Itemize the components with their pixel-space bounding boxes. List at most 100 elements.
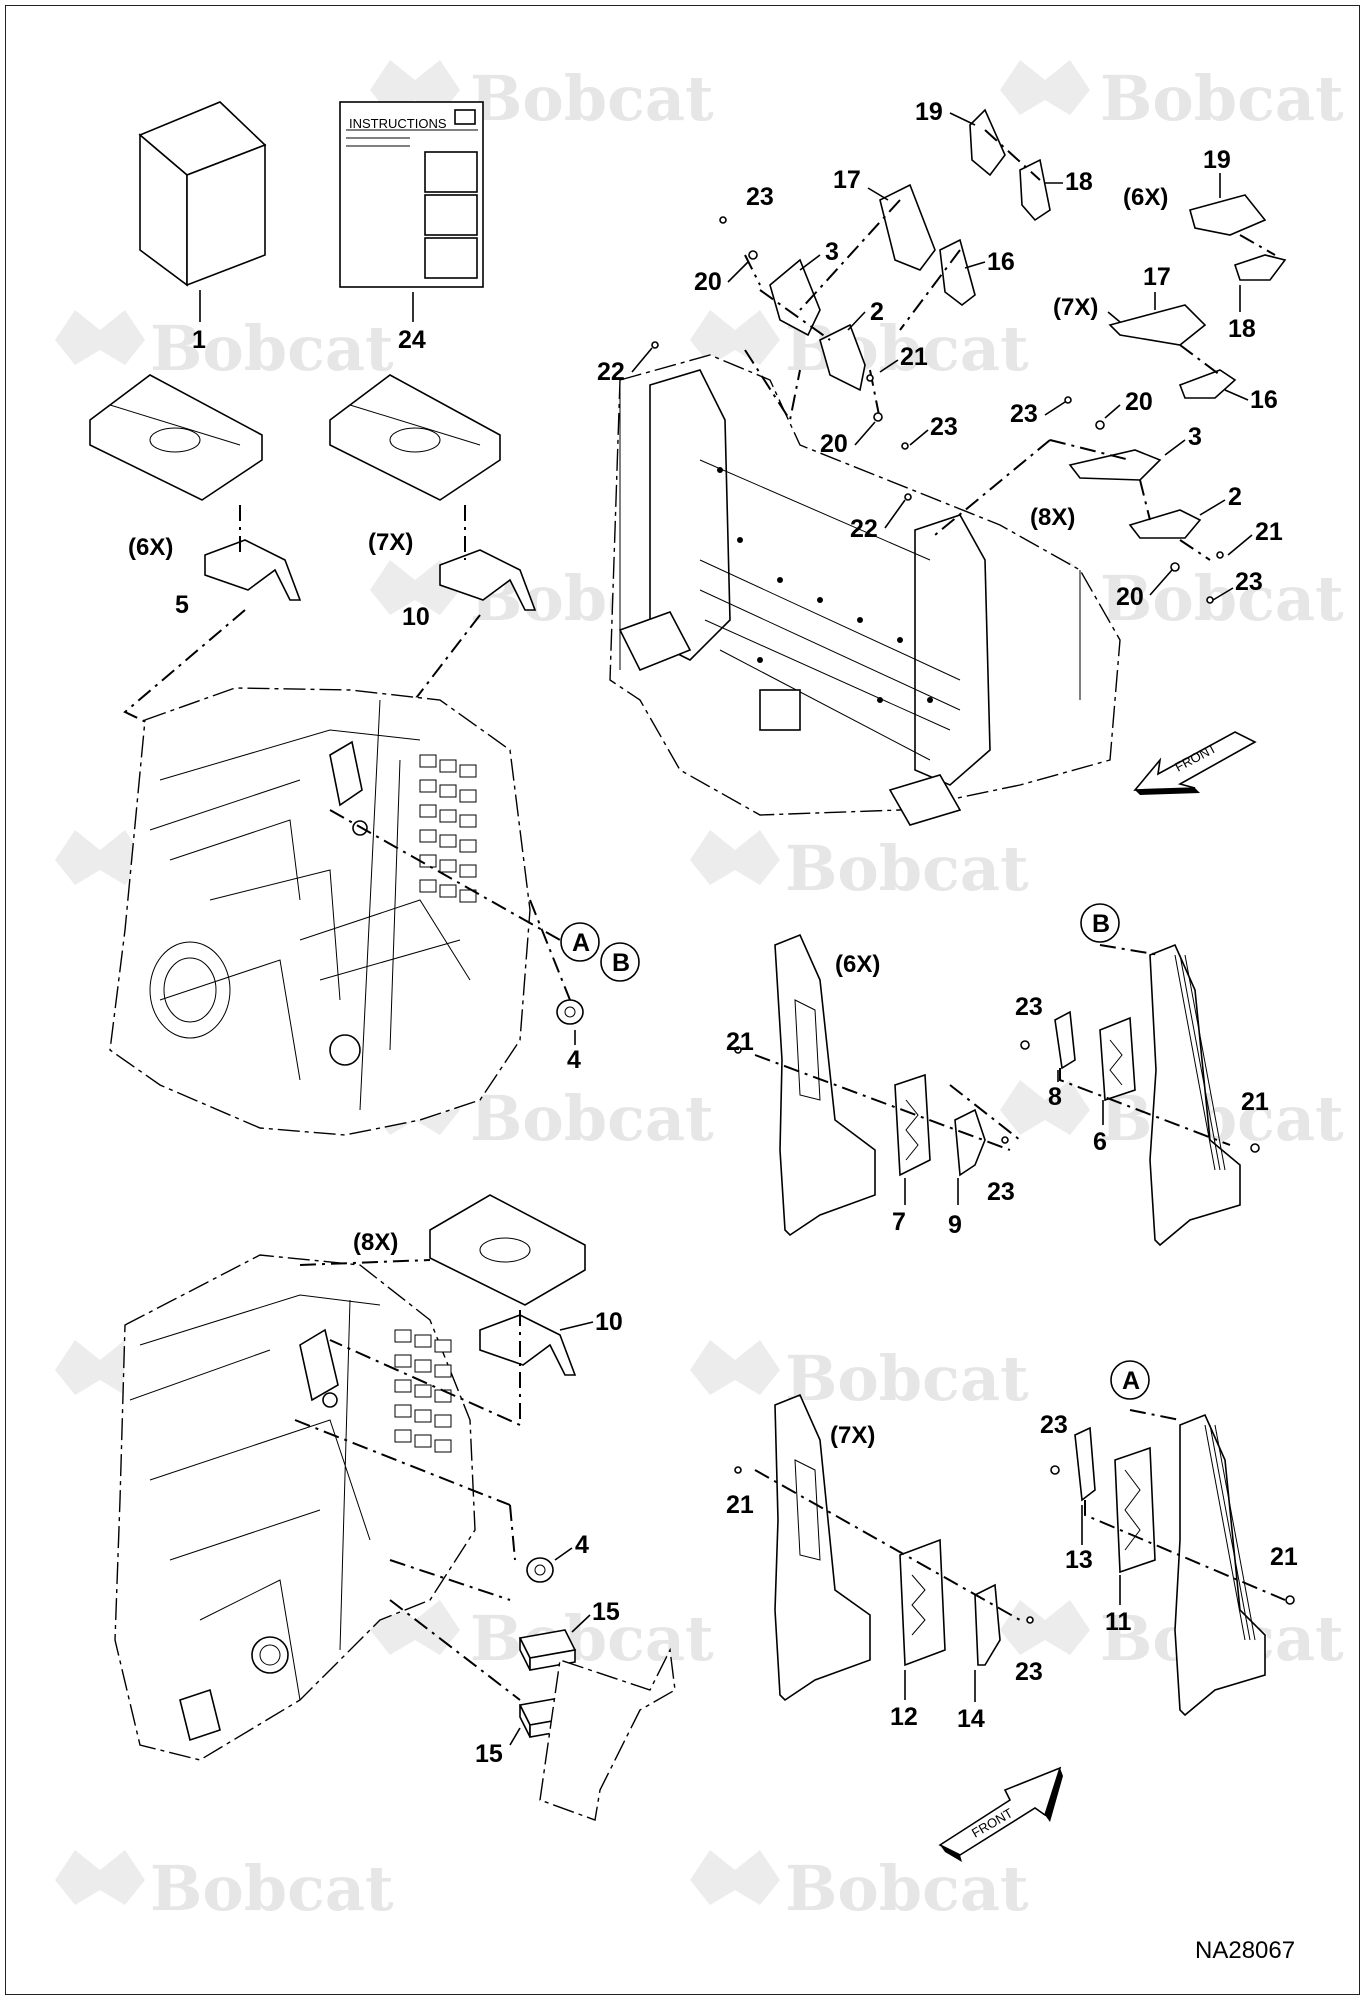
part-label-9: 9 [948, 1211, 962, 1239]
clip-5 [204, 539, 302, 601]
part-label-23-top: 23 [746, 183, 774, 211]
part-label-7: 7 [892, 1208, 906, 1236]
front-arrow-top: FRONT [1133, 731, 1257, 795]
part-label-2-top: 2 [870, 298, 884, 326]
bracket-3-tower-left [769, 258, 821, 337]
plate-14 [974, 1583, 1001, 1666]
plate-11 [1114, 1446, 1156, 1574]
plate-8 [1054, 1010, 1076, 1070]
bracket-16-right [1178, 369, 1237, 399]
bracket-plate-7x [329, 374, 501, 501]
bracket-2-tower-left [819, 323, 866, 392]
part-label-5: 5 [175, 591, 189, 619]
part-label-19-upper: 19 [915, 98, 943, 126]
part-label-16-right: 16 [1250, 386, 1278, 414]
nut-23-7x-right [1050, 1465, 1060, 1475]
qty-7x-right: (7X) [1053, 294, 1098, 321]
box-kit [138, 101, 267, 322]
instruction-sheet [339, 101, 484, 322]
side-panel-7x-right [1174, 1413, 1266, 1717]
part-label-23-panel-a: 23 [987, 1178, 1015, 1206]
watermark-text: Bobcat [785, 1852, 1029, 1925]
part-label-12: 12 [890, 1703, 918, 1731]
part-label-8: 8 [1048, 1083, 1062, 1111]
watermark-text: Bobcat [1100, 562, 1344, 635]
screw-21-6x-right [1250, 1143, 1260, 1153]
part-label-15-upper: 15 [592, 1598, 620, 1626]
part-label-20-right-b: 20 [1116, 583, 1144, 611]
part-label-20-mid: 20 [820, 430, 848, 458]
watermark-text: Bobcat [785, 832, 1029, 905]
bracket-17-upper [879, 183, 936, 271]
part-label-16-upper: 16 [987, 248, 1015, 276]
watermark-text: Bobcat [470, 62, 714, 135]
loader-main-frame [609, 354, 1121, 826]
bracket-plate-8x [429, 1194, 586, 1306]
part-label-11: 11 [1105, 1608, 1132, 1636]
plate-9 [954, 1108, 986, 1177]
ref-circle-b-panel [1080, 903, 1120, 943]
bracket-plate-6x [89, 374, 263, 501]
ref-circle-b-upper [600, 942, 640, 982]
plate-6 [1099, 1016, 1136, 1102]
part-label-14: 14 [957, 1705, 985, 1733]
part-label-10-lower: 10 [595, 1308, 623, 1336]
part-label-24: 24 [398, 326, 426, 354]
part-label-21-top: 21 [900, 343, 928, 371]
bracket-3-right [1068, 449, 1162, 481]
watermark-text: Bobcat [470, 1602, 714, 1675]
qty-8x: (8X) [1030, 504, 1075, 531]
diagram-frame [5, 5, 1360, 1995]
watermark-text: Bobcat [150, 1852, 394, 1925]
diagram-id: NA28067 [1195, 1937, 1295, 1964]
plate-7 [894, 1073, 931, 1177]
clip-10-top [439, 549, 537, 611]
part-label-6: 6 [1093, 1128, 1107, 1156]
part-label-13: 13 [1065, 1546, 1093, 1574]
nut-23-6x-right [1020, 1040, 1030, 1050]
ref-a-panel: A [1122, 1367, 1140, 1395]
part-label-21-right: 21 [1255, 518, 1283, 546]
part-label-20-top: 20 [694, 268, 722, 296]
qty-6x-panel: (6X) [835, 951, 880, 978]
bracket-16-upper [939, 238, 976, 307]
watermark-text: Bobcat [150, 312, 394, 385]
screw-21-6x-left [734, 1046, 742, 1054]
ref-b-panel: B [1092, 910, 1110, 938]
part-label-18-right: 18 [1228, 315, 1256, 343]
loader-frame-cutaway-lower [114, 1254, 476, 1761]
part-label-3-top: 3 [825, 238, 839, 266]
ref-a-upper: A [572, 929, 590, 957]
bracket-19-upper [969, 108, 1006, 177]
qty-6x-left: (6X) [128, 534, 173, 561]
part-label-23-panel-d: 23 [1040, 1411, 1068, 1439]
instructions-title: INSTRUCTIONS [349, 116, 447, 131]
side-panel-6x-right [1149, 943, 1241, 1247]
ref-circle-a-upper [560, 922, 600, 962]
part-label-10: 10 [402, 603, 430, 631]
qty-8x-lower: (8X) [353, 1229, 398, 1256]
part-label-23-panel-b: 23 [1015, 993, 1043, 1021]
side-panel-6x-left [774, 933, 876, 1237]
part-label-2-right: 2 [1228, 483, 1242, 511]
part-label-23-mid: 23 [930, 413, 958, 441]
part-label-19-right: 19 [1203, 146, 1231, 174]
part-label-18-upper: 18 [1065, 168, 1093, 196]
bracket-17-right [1108, 304, 1207, 346]
qty-7x-left: (7X) [368, 529, 413, 556]
qty-7x-panel: (7X) [830, 1422, 875, 1449]
screw-21-7x-right [1285, 1595, 1295, 1605]
part-label-23-panel-c: 23 [1015, 1658, 1043, 1686]
part-label-21-panel-d: 21 [1270, 1543, 1298, 1571]
qty-6x-right: (6X) [1123, 184, 1168, 211]
bushing-4-lower [526, 1557, 554, 1583]
bracket-2-right [1128, 509, 1202, 539]
watermark-text: Bobcat [785, 1342, 1029, 1415]
watermark-text: Bobcat [470, 1082, 714, 1155]
part-label-23-right-a: 23 [1010, 400, 1038, 428]
nut-23-7x-left [1026, 1616, 1034, 1624]
part-label-17-right: 17 [1143, 263, 1171, 291]
front-arrow-bottom: FRONT [938, 1766, 1063, 1862]
part-label-4-upper: 4 [567, 1046, 581, 1074]
ref-b-upper: B [612, 949, 630, 977]
